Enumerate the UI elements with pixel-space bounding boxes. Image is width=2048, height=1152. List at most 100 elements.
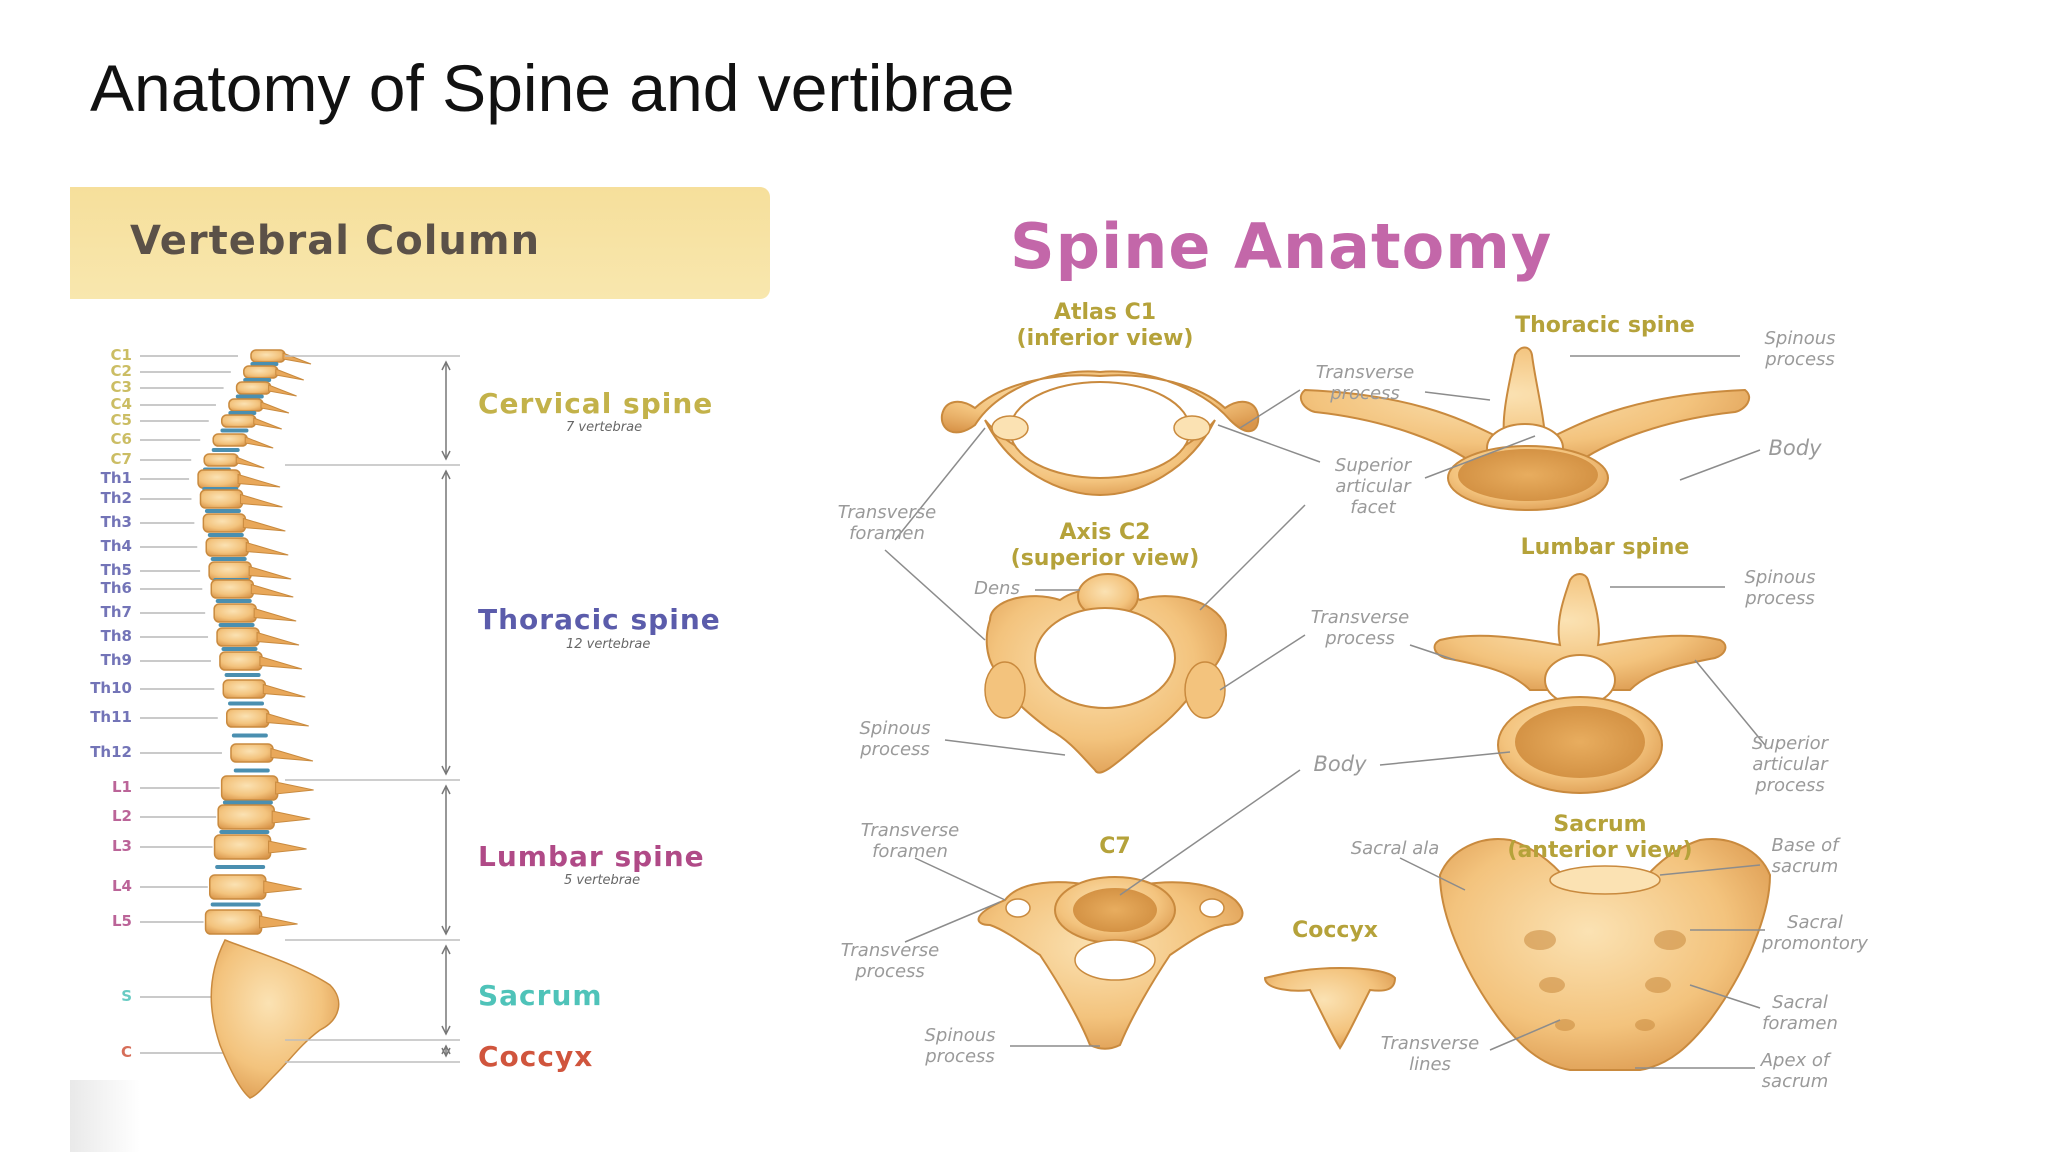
annotation-apex-of-sacrum: Apex of sacrum [1760,1050,1830,1092]
region-lumbar-subtitle: 5 vertebrae [564,873,641,888]
region-thoracic-subtitle: 12 vertebrae [566,637,651,652]
vertebral-body [203,453,239,467]
spinous-process [239,493,283,508]
spinous-process [250,583,294,598]
vertebra-label: L1 [112,778,132,796]
vertebra-label: C7 [110,450,132,468]
region-bracket-arrowhead [441,944,451,955]
intervertebral-disc [233,768,270,773]
vertebra-label: Th10 [90,679,132,697]
spinous-process [260,401,290,414]
vertebral-body [199,489,244,509]
region-bracket-arrowhead [441,765,451,776]
vertebral-body [228,398,264,412]
vertebral-body [204,909,263,935]
vertebral-body [205,537,249,557]
vertebra-label: C1 [110,346,132,364]
annotation-transverse-lines: Transverse lines [1380,1033,1480,1075]
vertebra-label: Th11 [90,708,132,726]
intervertebral-disc [228,411,257,415]
vertebra-label: C6 [110,430,132,448]
annotation-spinous-process-2: Spinous process [859,718,931,760]
spinous-process [270,747,314,762]
spinous-process [262,683,306,698]
vertebra-label: L5 [112,912,132,930]
spine-anatomy-title: Spine Anatomy [1010,210,1553,283]
vertebra-label: Th2 [100,489,132,507]
sacrum-drawing [1438,838,1772,1071]
spinous-process [235,456,265,469]
vertebra-label: L2 [112,807,132,825]
intervertebral-disc [210,557,247,561]
annotation-body-2: Body [1313,752,1367,776]
spinous-process [259,655,303,670]
intervertebral-disc [210,902,261,907]
intervertebral-disc [224,673,261,677]
sacrum-coccyx-silhouette [210,939,340,1099]
intervertebral-disc [219,830,270,834]
vertebra-label: C2 [110,362,132,380]
intervertebral-disc [204,509,241,513]
annotation-superior-articular-process: Superior articular process [1751,733,1829,796]
vertebral-body [220,775,279,801]
vertebral-body [217,804,275,830]
vertebral-body [208,561,252,581]
intervertebral-disc [215,865,266,869]
vertebral-body [212,433,248,447]
region-thoracic-name: Thoracic spine [478,603,721,636]
vertebral-body [250,349,286,363]
region-bracket-arrowhead [441,925,451,936]
region-bracket-arrowhead [441,1025,451,1036]
spinous-process [268,840,307,854]
vertebra-label: Th8 [100,627,132,645]
vertebra-label: Th1 [100,469,132,487]
vertebral-body [243,365,279,379]
spinous-process [244,436,274,449]
vertebra-label: Th12 [90,743,132,761]
coccyx-drawing [1263,966,1397,1050]
annotation-transverse-process-3: Transverse process [840,940,940,982]
vertebra-label: C3 [110,378,132,396]
spinous-process [248,565,292,580]
vertebra-label: Th4 [100,537,132,555]
intervertebral-disc [207,533,244,537]
coccyx-title: Coccyx [1292,918,1378,943]
spinous-process [275,368,304,381]
annotation-spinous-process-1: Spinous process [1764,328,1836,370]
region-bracket-arrowhead [441,469,451,480]
thoracic-spine-title: Thoracic spine [1515,313,1695,338]
annotation-sacral-promontory: Sacral promontory [1762,912,1868,954]
vertebral-body [226,708,270,728]
spinous-process [275,781,314,795]
annotation-transverse-process-1: Transverse process [1315,362,1415,404]
spinous-process [253,607,297,622]
atlas-c1-drawing [940,370,1260,497]
atlas-c1-title: Atlas C1 (inferior view) [1016,300,1194,351]
annotation-body-1: Body [1768,436,1822,460]
vertebra-label: Th3 [100,513,132,531]
annotation-transverse-process-2: Transverse process [1310,607,1410,649]
region-bracket-arrowhead [441,450,451,461]
vertebra-label: Th5 [100,561,132,579]
intervertebral-disc [218,623,255,627]
vertebral-column-banner [70,187,770,299]
vertebra-label: Th9 [100,651,132,669]
spinous-process [245,541,289,556]
region-cervical-name: Cervical spine [478,387,714,420]
thoracic-vertebra-drawing [1299,346,1751,511]
vertebra-label: C5 [110,411,132,429]
vertebra-label: Th6 [100,579,132,597]
vertebral-body [209,874,267,900]
spinous-process [268,384,297,397]
vertebral-body [213,603,257,623]
intervertebral-disc [215,599,252,603]
spinous-process [266,712,309,727]
region-bracket-arrowhead [441,784,451,795]
intervertebral-disc [222,800,273,805]
vertebral-body [230,743,274,763]
region-bracket-arrowhead [441,360,451,371]
axis-c2-drawing [984,573,1227,774]
vertebral-column-drawing [197,349,340,1099]
intervertebral-disc [211,448,240,452]
